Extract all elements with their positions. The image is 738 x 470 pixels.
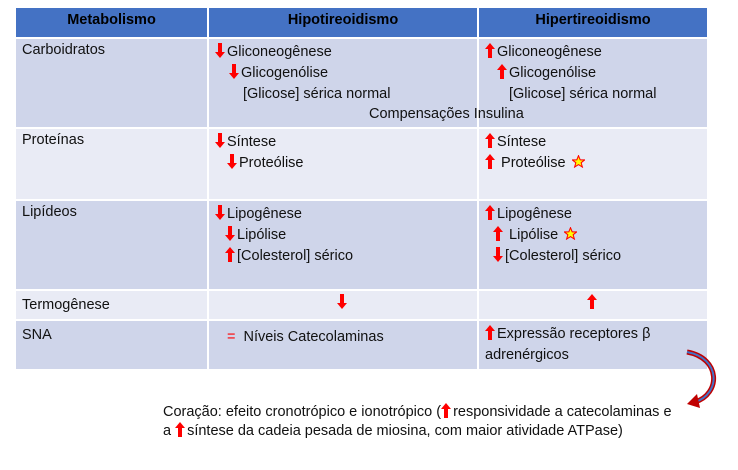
sna-hipo-cell: = Níveis Catecolaminas [208,320,479,371]
header-hipotireoidismo: Hipotireoidismo [208,8,479,39]
note-part-3: síntese da cadeia pesada de miosina, com… [187,423,623,439]
arrow-down-icon [215,205,225,220]
lip-hipo-2: Lipólise [237,227,287,243]
prot-hipo-2: Proteólise [239,155,304,171]
prot-hipo-1: Síntese [227,134,277,150]
arrow-up-icon [485,205,495,220]
arrow-up-icon [485,325,495,340]
header-metabolismo: Metabolismo [16,8,209,39]
sna-hiper-cell: Expressão receptores β adrenérgicos [478,320,709,371]
arrow-up-icon [485,133,495,148]
prot-hiper-1: Síntese [497,134,547,150]
arrow-up-icon [485,154,495,169]
carb-hiper-2: Glicogenólise [509,65,597,81]
label-carboidratos: Carboidratos [16,38,209,129]
row-sna: SNA = Níveis Catecolaminas Expressão rece… [16,320,709,371]
arrow-down-icon [229,64,239,79]
lip-hipo-3: [Colesterol] sérico [237,248,354,264]
label-sna: SNA [16,320,209,371]
prot-hiper-cell: Síntese Proteólise [478,128,709,201]
row-lipideos: Lipídeos Lipogênese Lipólise [Colesterol… [16,200,709,291]
prot-hiper-2: Proteólise [501,155,566,171]
sna-hiper-1: Expressão receptores β [497,326,651,342]
carb-hipo-cell: Gliconeogênese Glicogenólise [Glicose] s… [208,38,479,129]
arrow-up-icon [587,294,597,309]
arrow-up-icon [493,226,503,241]
curved-arrow-icon [686,349,716,408]
arrow-down-icon [215,133,225,148]
carb-hipo-2: Glicogenólise [241,65,329,81]
arrow-up-icon [441,403,451,418]
label-termogenese: Termogênese [16,290,209,321]
arrow-down-icon [227,154,237,169]
lip-hiper-cell: Lipogênese Lipólise [Colesterol] sérico [478,200,709,291]
heart-note: Coração: efeito cronotrópico e ionotrópi… [163,403,683,441]
compensation-note: Compensações Insulina [369,106,524,122]
label-proteinas: Proteínas [16,128,209,201]
arrow-up-icon [225,247,235,262]
carb-hipo-1: Gliconeogênese [227,44,332,60]
lip-hiper-2: Lipólise [509,227,559,243]
row-termogenese: Termogênese [16,290,709,321]
arrow-up-icon [497,64,507,79]
sna-equal-sign: = [227,329,236,345]
carb-hiper-1: Gliconeogênese [497,44,602,60]
prot-hipo-cell: Síntese Proteólise [208,128,479,201]
star-icon [564,227,577,240]
metabolism-table: Metabolismo Hipotireoidismo Hipertireoid… [16,8,709,371]
header-row: Metabolismo Hipotireoidismo Hipertireoid… [16,8,709,39]
note-part-1: Coração: efeito cronotrópico e ionotrópi… [163,404,442,420]
term-hipo-cell [208,290,479,321]
carb-hipo-3: [Glicose] sérica normal [243,86,391,102]
lip-hipo-cell: Lipogênese Lipólise [Colesterol] sérico [208,200,479,291]
row-carboidratos: Carboidratos Gliconeogênese Glicogenólis… [16,38,709,129]
sna-hiper-2: adrenérgicos [485,347,569,363]
star-icon [572,155,585,168]
arrow-down-icon [215,43,225,58]
arrow-down-icon [225,226,235,241]
arrow-down-icon [337,294,347,309]
carb-hiper-cell: Gliconeogênese Glicogenólise [Glicose] s… [478,38,709,129]
label-lipideos: Lipídeos [16,200,209,291]
header-hipertireoidismo: Hipertireoidismo [478,8,709,39]
lip-hiper-3: [Colesterol] sérico [505,248,622,264]
arrow-up-icon [485,43,495,58]
carb-hiper-3: [Glicose] sérica normal [509,86,657,102]
term-hiper-cell [478,290,709,321]
sna-hipo-text: Níveis Catecolaminas [243,329,384,345]
note-part-2: responsividade a catecolaminas e a [163,404,672,439]
row-proteinas: Proteínas Síntese Proteólise Síntese Pro… [16,128,709,201]
lip-hipo-1: Lipogênese [227,206,302,222]
arrow-down-icon [493,247,503,262]
arrow-up-icon [175,422,185,437]
lip-hiper-1: Lipogênese [497,206,572,222]
